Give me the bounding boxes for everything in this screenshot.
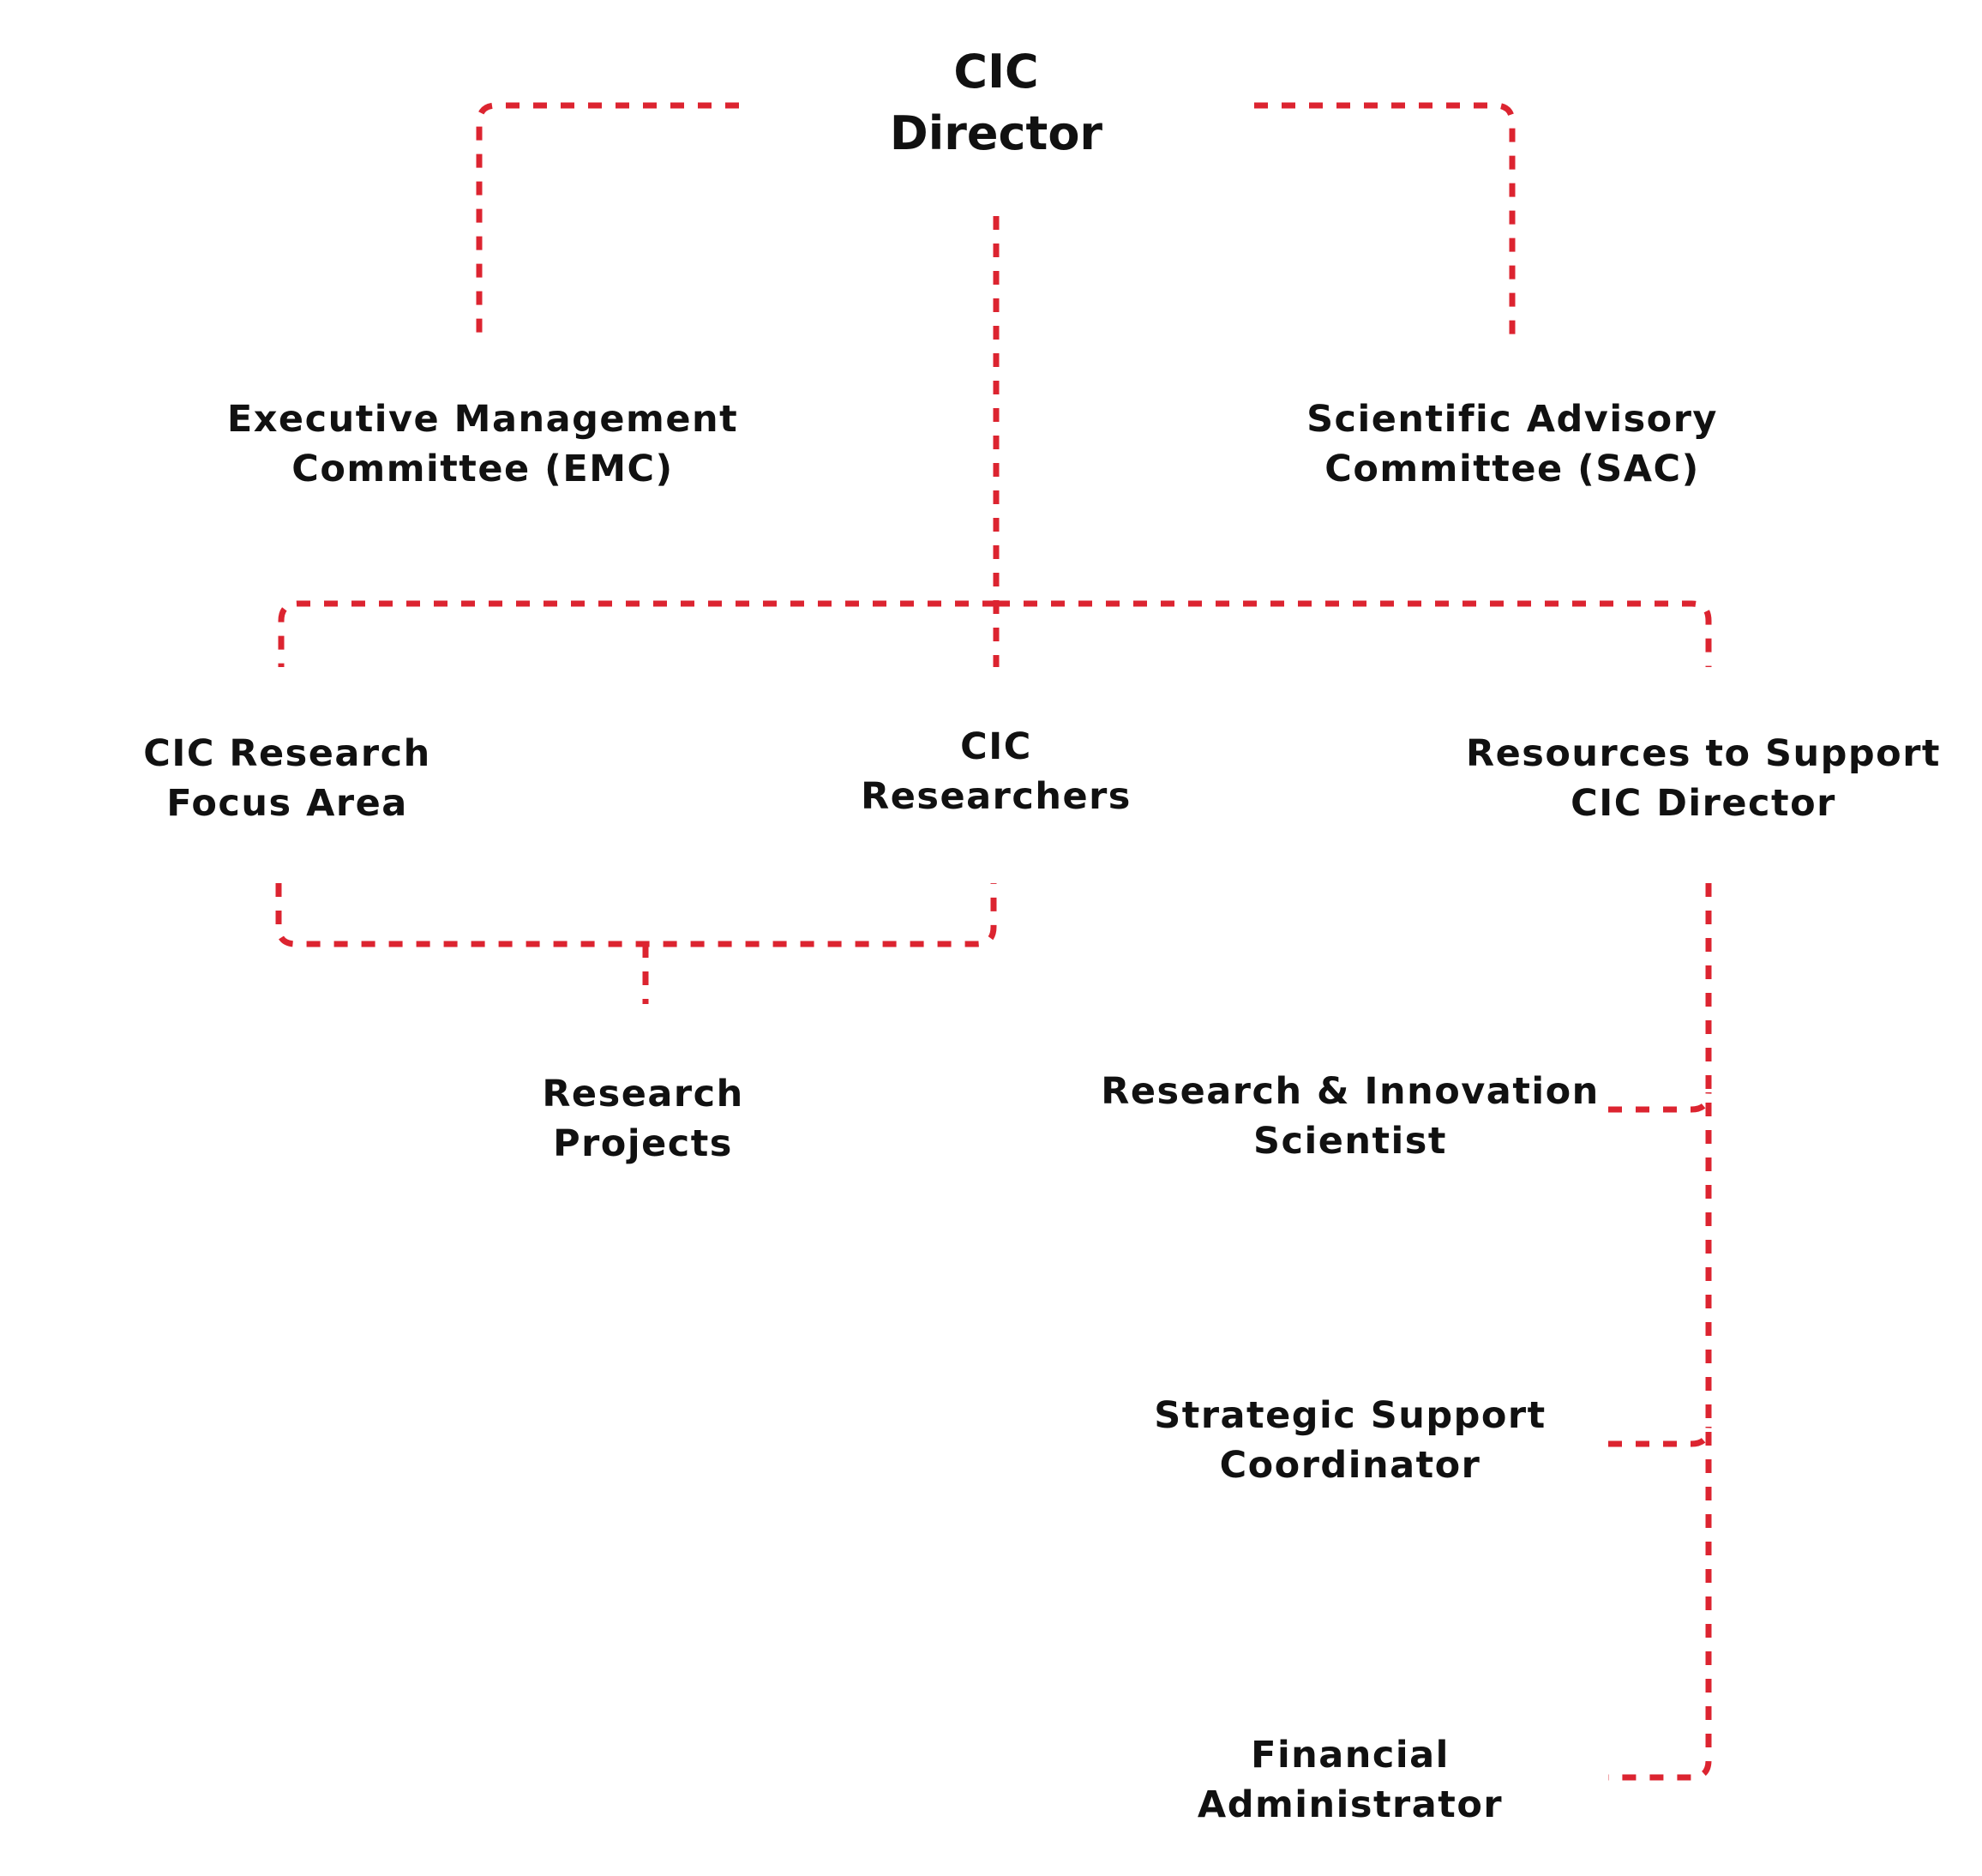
- connector-coordinator: [1608, 1426, 1712, 1447]
- node-label: Committee (SAC): [1324, 448, 1700, 490]
- connector-director-emc: [476, 102, 739, 337]
- node-label: Administrator: [1197, 1783, 1504, 1826]
- node-sac: Scientific Advisory Committee (SAC): [1306, 394, 1718, 494]
- connector-resources-trunk: [1608, 883, 1712, 1781]
- connector-row2-left: [278, 600, 996, 667]
- node-label: Research & Innovation: [1101, 1070, 1600, 1113]
- node-cic-researchers: CIC Researchers: [861, 722, 1132, 821]
- node-label: Scientist: [1253, 1120, 1447, 1163]
- node-label: Director: [889, 106, 1103, 160]
- node-label: CIC: [960, 725, 1032, 768]
- node-resources: Resources to Support CIC Director: [1466, 729, 1941, 828]
- node-cic-director: CIC Director: [890, 41, 1102, 165]
- node-label: Strategic Support: [1154, 1394, 1547, 1437]
- node-financial-administrator: Financial Administrator: [1198, 1730, 1503, 1830]
- node-label: Financial: [1251, 1734, 1450, 1777]
- connector-director-sac: [1254, 102, 1516, 337]
- node-label: Researchers: [861, 775, 1132, 818]
- node-strategic-support-coordinator: Strategic Support Coordinator: [1154, 1391, 1546, 1490]
- node-label: Committee (EMC): [291, 448, 674, 490]
- node-label: Research: [542, 1073, 744, 1115]
- connector-scientist: [1608, 1091, 1712, 1113]
- node-label: Scientific Advisory: [1306, 398, 1718, 441]
- node-label: Focus Area: [166, 782, 408, 825]
- node-label: Projects: [553, 1122, 733, 1165]
- node-label: Executive Management: [226, 398, 739, 441]
- node-research-innovation-scientist: Research & Innovation Scientist: [1101, 1067, 1600, 1166]
- node-research-focus-area: CIC Research Focus Area: [143, 729, 430, 828]
- node-label: Resources to Support: [1466, 732, 1941, 775]
- connector-projects-bracket: [275, 883, 997, 947]
- node-research-projects: Research Projects: [542, 1069, 743, 1169]
- node-label: CIC Director: [1571, 782, 1836, 825]
- connector-row2-right: [996, 600, 1712, 667]
- node-label: CIC Research: [143, 732, 431, 775]
- node-label: CIC: [953, 45, 1039, 99]
- node-emc: Executive Management Committee (EMC): [227, 394, 738, 494]
- node-label: Coordinator: [1219, 1444, 1481, 1487]
